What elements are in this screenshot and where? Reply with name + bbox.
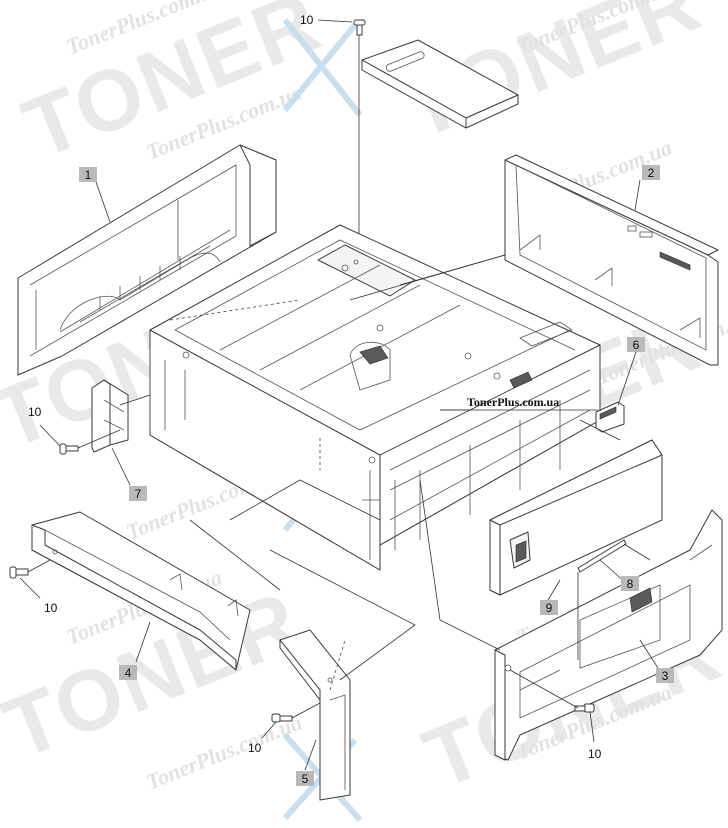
right-side-cover-part-2 [504, 154, 719, 366]
screw-left-upper [39, 424, 121, 455]
callout-6: 6 [627, 337, 645, 352]
callout-leaders [95, 179, 659, 771]
callout-4-label: 4 [125, 666, 132, 680]
brand-label: TonerPlus.com.ua [467, 395, 559, 409]
callout-9: 9 [540, 600, 558, 615]
left-side-cover-part-1 [17, 144, 277, 376]
callout-7-label: 7 [135, 487, 142, 501]
callout-4: 4 [119, 665, 137, 680]
screw-labels: 10 10 10 10 10 [28, 13, 602, 761]
callout-1: 1 [79, 167, 97, 182]
callout-5: 5 [296, 771, 314, 786]
brand-label-group: TonerPlus.com.ua [440, 395, 598, 411]
top-screw [317, 19, 366, 36]
callout-2-label: 2 [648, 166, 655, 180]
screw-right-lower [509, 669, 595, 743]
watermark-site-11: TonerPlus.com.ua [143, 709, 306, 794]
callout-boxes: 1 2 3 4 5 6 7 8 [79, 165, 674, 786]
callout-2: 2 [642, 165, 660, 180]
callout-5-label: 5 [302, 772, 309, 786]
front-center-cover-part-5 [279, 629, 351, 801]
callout-7: 7 [129, 486, 147, 501]
callout-3-label: 3 [662, 669, 669, 683]
front-right-cover-part-3 [494, 509, 723, 761]
main-chassis [149, 224, 601, 571]
callout-3: 3 [656, 668, 674, 683]
screw-label-center-lower: 10 [248, 741, 262, 755]
screw-label-top: 10 [300, 13, 314, 27]
callout-9-label: 9 [546, 601, 553, 615]
screw-center-lower [261, 702, 321, 739]
front-left-cover-part-4 [31, 511, 251, 671]
rod-part-8 [577, 539, 627, 583]
screw-label-right-lower: 10 [588, 747, 602, 761]
callout-1-label: 1 [85, 168, 92, 182]
screw-label-left-upper: 10 [28, 405, 42, 419]
screw-left-lower [9, 559, 51, 599]
callout-6-label: 6 [633, 338, 640, 352]
screw-label-left-lower: 10 [44, 601, 58, 615]
front-panel-part-9 [489, 439, 663, 596]
assembly-lines [119, 254, 651, 691]
guide-bracket-part-7 [91, 379, 129, 453]
callout-8: 8 [621, 576, 639, 591]
top-cover-plate [361, 39, 519, 129]
callout-8-label: 8 [627, 577, 634, 591]
